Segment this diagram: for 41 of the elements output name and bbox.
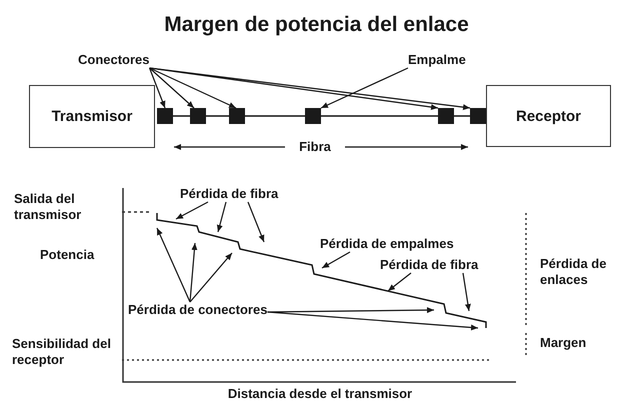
leader-arrow bbox=[189, 242, 198, 302]
annotation-text: Salida del transmisor bbox=[14, 191, 82, 223]
connector-block bbox=[229, 108, 245, 124]
leader-arrow bbox=[176, 201, 208, 220]
callout-text: Empalme bbox=[408, 52, 466, 68]
leader-arrow bbox=[216, 202, 227, 232]
leader-arrow bbox=[149, 68, 194, 108]
annotation-text: Sensibilidad del receptor bbox=[12, 336, 112, 368]
device-box: Transmisor bbox=[29, 85, 155, 148]
callout-text: Pérdida de conectores bbox=[128, 302, 268, 318]
diagram-title: Margen de potencia del enlace bbox=[163, 12, 470, 38]
connector-block bbox=[157, 108, 173, 124]
leader-arrow bbox=[156, 228, 191, 302]
leader-arrow bbox=[322, 251, 350, 269]
callout-text: Conectores bbox=[78, 52, 150, 68]
leader-arrow bbox=[462, 272, 471, 312]
fiber-line bbox=[206, 115, 229, 117]
leader-arrow bbox=[149, 67, 236, 109]
annotation-text: Margen bbox=[540, 335, 588, 351]
callout-text: Pérdida de fibra bbox=[380, 257, 478, 273]
callout-text: Pérdida de fibra bbox=[180, 186, 278, 202]
leader-arrow bbox=[320, 67, 408, 109]
annotation-text: Pérdida de enlaces bbox=[540, 256, 608, 288]
fiber-line bbox=[245, 115, 305, 117]
connector-block bbox=[470, 108, 486, 124]
connector-block bbox=[190, 108, 206, 124]
device-box: Receptor bbox=[486, 85, 611, 147]
leader-arrow bbox=[267, 311, 478, 330]
axis-label: Distancia desde el transmisor bbox=[226, 386, 414, 402]
leader-arrow bbox=[247, 202, 265, 242]
leader-arrow bbox=[148, 68, 166, 108]
splice-block bbox=[305, 108, 321, 124]
leader-arrow bbox=[190, 252, 232, 302]
axis-label: Potencia bbox=[40, 247, 96, 263]
leader-arrow bbox=[388, 272, 412, 292]
fiber-line bbox=[321, 115, 438, 117]
callout-text: Pérdida de empalmes bbox=[320, 236, 454, 252]
fiber-line bbox=[454, 115, 470, 117]
dimension-label: Fibra bbox=[298, 139, 332, 155]
fiber-line bbox=[173, 115, 190, 117]
connector-block bbox=[438, 108, 454, 124]
